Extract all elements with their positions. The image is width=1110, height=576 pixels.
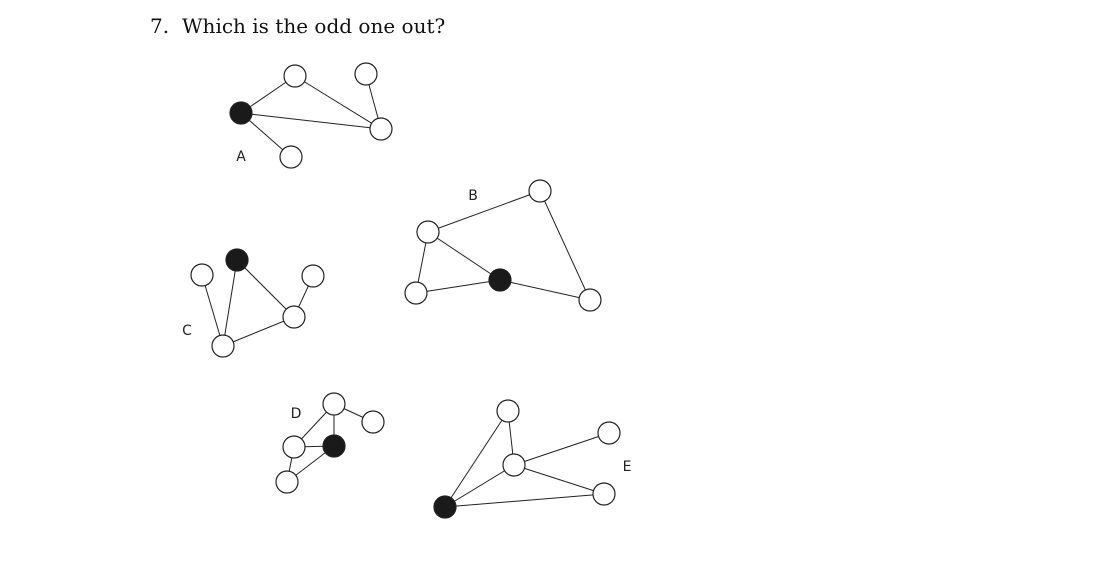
graph-b-node-filled	[488, 268, 512, 292]
graph-a-node	[279, 145, 303, 169]
graph-c-node	[190, 263, 214, 287]
graph-b-edge	[415, 279, 501, 294]
graph-e-node	[597, 421, 621, 445]
graph-a-edge	[294, 75, 382, 130]
graph-d-node	[282, 435, 306, 459]
graph-b-node	[416, 220, 440, 244]
graph-b-node	[404, 281, 428, 305]
graph-c-node	[211, 334, 235, 358]
graph-e-node	[502, 453, 526, 477]
graph-c-edge	[222, 316, 295, 347]
graph-c-node	[301, 264, 325, 288]
graph-c: C	[182, 248, 325, 358]
graph-e-edge	[444, 493, 605, 508]
graph-a-edge	[240, 112, 382, 130]
graph-d: D	[275, 392, 385, 494]
graph-e-node	[592, 482, 616, 506]
graph-e-edge	[513, 464, 605, 495]
graph-e-node	[496, 399, 520, 423]
graph-a-label: A	[236, 149, 246, 165]
question-text: Which is the odd one out?	[182, 14, 446, 38]
graph-e: E	[433, 399, 632, 519]
graph-c-edge	[236, 259, 295, 318]
graph-a-node	[354, 62, 378, 86]
question-number: 7.	[150, 14, 170, 38]
graph-b-node	[578, 288, 602, 312]
graph-b-edge	[427, 231, 501, 281]
graph-d-node	[322, 392, 346, 416]
graph-d-node	[361, 410, 385, 434]
graph-c-edge	[222, 259, 238, 347]
graph-b-label: B	[468, 188, 478, 204]
graph-e-edge	[444, 464, 515, 508]
graph-d-node-filled	[322, 434, 346, 458]
graph-a-node-filled	[229, 101, 253, 125]
graph-b-edge	[539, 190, 591, 301]
graph-c-edge	[201, 274, 224, 347]
graph-a-node	[369, 117, 393, 141]
graph-c-node-filled	[225, 248, 249, 272]
graph-e-label: E	[623, 459, 632, 475]
graph-b-node	[528, 179, 552, 203]
question-heading: 7. Which is the odd one out?	[150, 14, 445, 38]
graph-d-label: D	[291, 406, 302, 422]
graph-d-node	[275, 470, 299, 494]
graph-e-node-filled	[433, 495, 457, 519]
graph-c-node	[282, 305, 306, 329]
graph-e-edge	[444, 410, 509, 508]
graph-b-edge	[427, 190, 541, 233]
graph-b: B	[404, 179, 602, 312]
graph-a: A	[229, 62, 393, 169]
graph-b-edge	[499, 279, 591, 301]
graph-a-node	[283, 64, 307, 88]
graph-c-label: C	[182, 323, 192, 339]
graph-e-edge	[513, 432, 610, 466]
